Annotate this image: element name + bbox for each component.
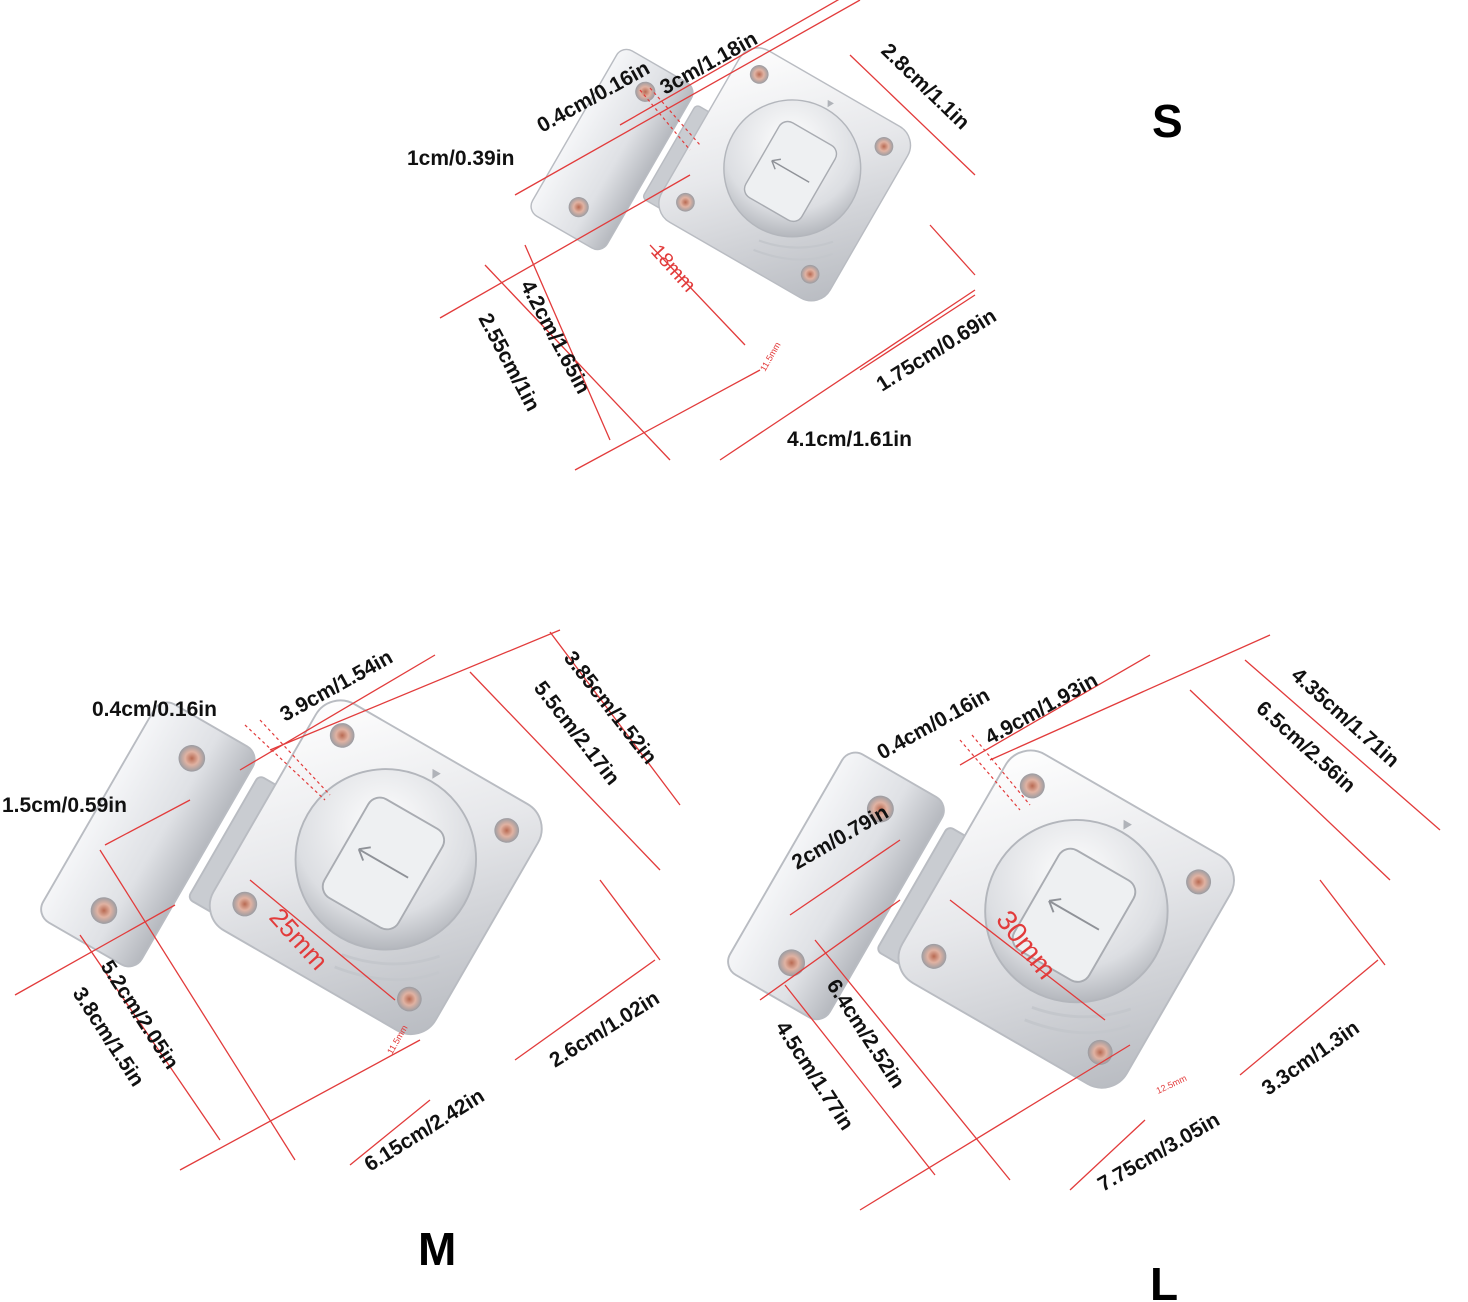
dim-s-plate-height: 2.8cm/1.1in xyxy=(877,39,974,134)
dim-m-gap: 0.4cm/0.16in xyxy=(92,698,217,721)
dimension-lines-s xyxy=(439,0,976,471)
dim-s-plate-lower: 1.75cm/0.69in xyxy=(872,304,1000,396)
dim-l-plate-lower: 3.3cm/1.3in xyxy=(1258,1016,1364,1100)
dimension-lines-l xyxy=(759,634,1441,1211)
variant-s: 1cm/0.39in 0.4cm/0.16in 3cm/1.18in 2.8cm… xyxy=(407,0,1183,471)
dim-l-total-length: 7.75cm/3.05in xyxy=(1094,1108,1224,1196)
dim-s-bolt-small: 11.5mm xyxy=(758,340,783,373)
variant-m: 0.4cm/0.16in 3.9cm/1.54in 3.85cm/1.52in … xyxy=(2,617,681,1275)
dim-m-plate-lower: 2.6cm/1.02in xyxy=(545,987,663,1073)
size-label-m: M xyxy=(418,1223,456,1275)
size-label-s: S xyxy=(1152,95,1183,147)
dim-s-total-length: 4.1cm/1.61in xyxy=(787,428,912,451)
variant-l: 0.4cm/0.16in 4.9cm/1.93in 4.35cm/1.71in … xyxy=(721,634,1441,1302)
dim-s-bar-hole-spacing: 2.55cm/1in xyxy=(474,310,545,416)
dim-l-bolt-small: 12.5mm xyxy=(1155,1073,1189,1096)
dim-m-total-length: 6.15cm/2.42in xyxy=(360,1084,488,1176)
size-label-l: L xyxy=(1150,1258,1178,1302)
dim-m-bar-width: 1.5cm/0.59in xyxy=(2,794,127,817)
dim-l-bar-hole-spacing: 4.5cm/1.77in xyxy=(771,1017,858,1134)
dim-l-gap: 0.4cm/0.16in xyxy=(873,684,993,765)
dim-m-plate-width: 3.85cm/1.52in xyxy=(559,647,661,769)
dim-l-bar-length: 6.4cm/2.52in xyxy=(822,975,909,1092)
dim-m-bolt-small: 11.5mm xyxy=(385,1023,410,1056)
dim-s-bar-width: 1cm/0.39in xyxy=(407,147,514,170)
dim-s-bolt-travel: 18mm xyxy=(646,241,700,297)
dimension-lines-m xyxy=(14,629,681,1171)
latch-l-illustration xyxy=(721,666,1246,1171)
